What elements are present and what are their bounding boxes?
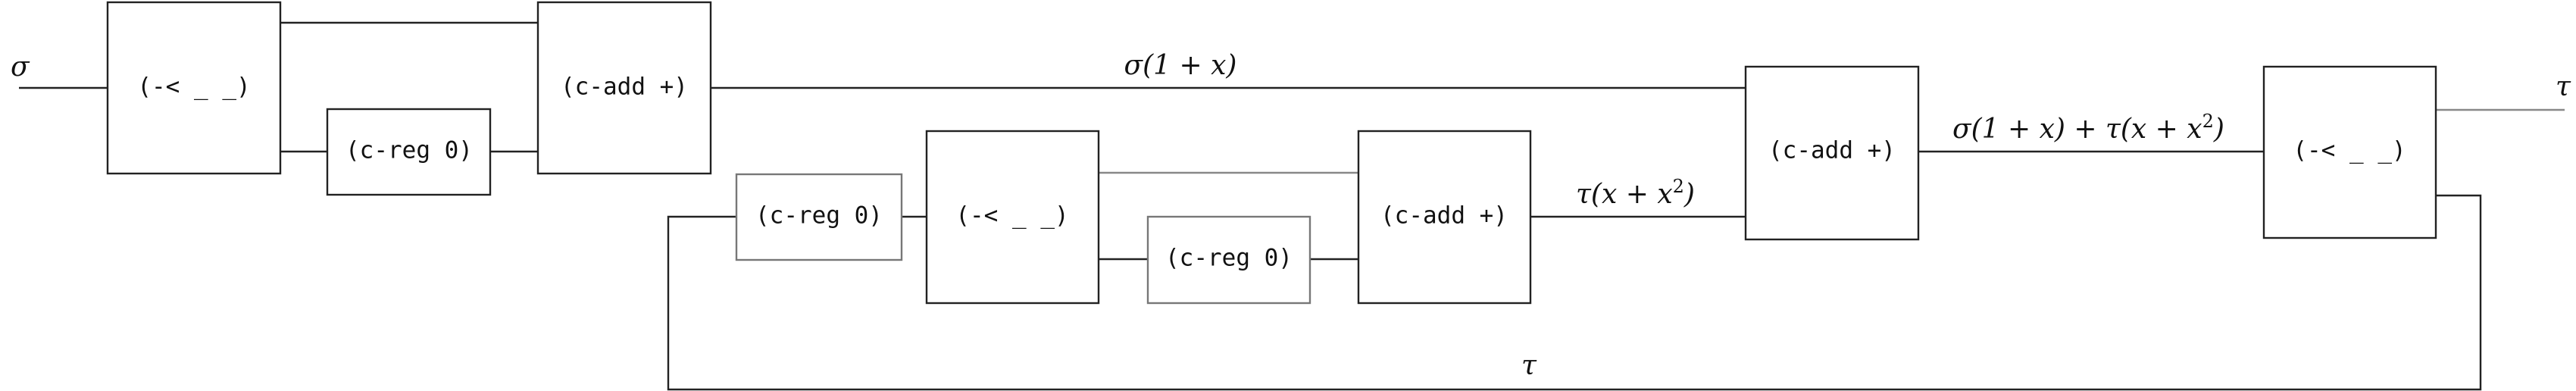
split-box-3-label: (-< _ _) <box>2293 137 2406 164</box>
sum-1-label: σ(1 + x) <box>1124 50 1237 81</box>
sum-2-label-exp: 2 <box>1673 176 1684 197</box>
add-box-2: (c-add +) <box>1357 130 1532 305</box>
reg-box-2: (c-reg 0) <box>735 173 903 261</box>
split-box-1: (-< _ _) <box>106 1 282 175</box>
wire-feedback-loop <box>667 194 2482 391</box>
add-box-1: (c-add +) <box>536 1 712 175</box>
total-label: σ(1 + x) + τ(x + x2) <box>1952 111 2224 145</box>
add-box-1-label: (c-add +) <box>561 74 688 101</box>
reg-box-3: (c-reg 0) <box>1146 215 1311 305</box>
sum-2-label-base: τ(x + x <box>1576 179 1673 210</box>
total-label-exp: 2 <box>2202 111 2214 132</box>
add-box-3: (c-add +) <box>1744 65 1920 241</box>
wires <box>19 21 2565 391</box>
output-label: τ <box>2556 71 2571 102</box>
split-box-1-label: (-< _ _) <box>137 74 250 101</box>
sum-2-label-end: ) <box>1683 179 1695 210</box>
reg-box-2-label: (c-reg 0) <box>755 202 883 230</box>
add-box-3-label: (c-add +) <box>1768 137 1896 164</box>
sum-2-label: τ(x + x2) <box>1576 176 1695 210</box>
split-box-2-label: (-< _ _) <box>955 202 1068 230</box>
reg-box-3-label: (c-reg 0) <box>1165 245 1293 272</box>
feedback-label: τ <box>1521 350 1537 381</box>
input-label: σ <box>11 52 30 83</box>
add-box-2-label: (c-add +) <box>1380 202 1508 230</box>
reg-box-1-label: (c-reg 0) <box>345 137 473 164</box>
split-box-3: (-< _ _) <box>2262 65 2437 239</box>
reg-box-1: (c-reg 0) <box>326 108 492 196</box>
total-label-end: ) <box>2213 114 2224 145</box>
split-box-2: (-< _ _) <box>925 130 1100 305</box>
total-label-base: σ(1 + x) + τ(x + x <box>1952 114 2202 145</box>
